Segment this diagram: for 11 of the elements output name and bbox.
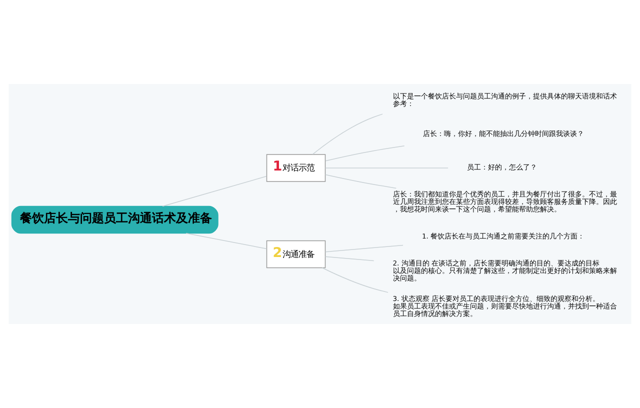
node-box: 餐饮店长与问题员工沟通话术及准备	[11, 206, 218, 234]
connector	[324, 244, 404, 252]
connector	[186, 232, 268, 250]
node-box: 2沟通准备	[266, 240, 326, 268]
connector	[322, 267, 388, 293]
connector	[162, 176, 267, 207]
connector	[324, 256, 374, 262]
connector	[312, 114, 383, 155]
connector	[325, 146, 405, 162]
connector	[324, 174, 397, 189]
node-box: 1对话示范	[266, 154, 326, 182]
